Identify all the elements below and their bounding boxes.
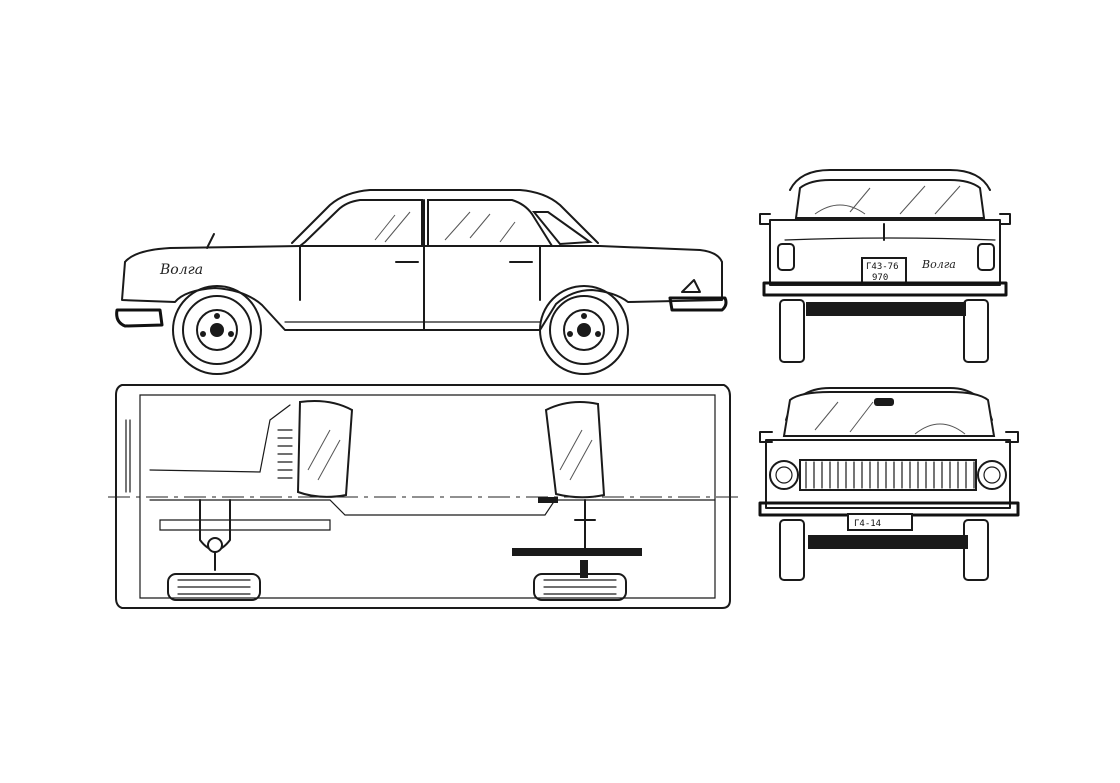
front-left-headlight: [769, 460, 799, 490]
side-badge: Волга: [159, 262, 203, 278]
side-rear-wheel: [539, 285, 629, 375]
top-view: [108, 384, 740, 609]
front-view: Г4-14: [758, 387, 1020, 581]
rear-view: Г43-76 970 Волга: [759, 169, 1011, 363]
side-front-bumper: [115, 308, 164, 328]
rear-glass-hatching: [814, 185, 961, 215]
rear-window: [794, 179, 986, 219]
rear-right-tire: [963, 299, 989, 363]
rear-badge: Волга: [921, 258, 956, 271]
front-license-plate: [847, 513, 913, 531]
underside-rear-tread: [533, 573, 627, 601]
front-grille-bars: [805, 461, 975, 489]
front-right-headlight: [977, 460, 1007, 490]
front-left-tire: [779, 519, 805, 581]
side-quarter-window: [531, 211, 593, 246]
rear-plate-line2: 970: [872, 273, 888, 283]
rear-underbody: [806, 302, 966, 316]
rear-plate-line1: Г43-76: [866, 262, 899, 272]
side-front-window: [297, 199, 423, 247]
underside-front-subframe: [159, 519, 331, 531]
side-front-wheel: [172, 285, 262, 375]
underside-frame: [149, 499, 716, 516]
rear-roof: [789, 169, 991, 191]
side-rear-bumper: [668, 296, 728, 312]
front-right-mirror: [1005, 431, 1019, 443]
rear-trunk-lid: [784, 237, 996, 241]
side-view: Волга: [115, 189, 728, 375]
rear-left-mirror: [759, 213, 771, 225]
top-windshield: [296, 400, 354, 498]
front-glass-hatching: [814, 398, 966, 435]
side-rear-window: [427, 199, 554, 247]
top-inner-body: [139, 394, 716, 599]
front-plate-text: Г4-14: [854, 519, 881, 529]
front-body: [765, 439, 1011, 509]
rear-right-tail-light: [977, 243, 995, 271]
top-hood-line: [149, 404, 291, 473]
front-underbody: [808, 535, 968, 549]
top-glass-hatching: [307, 429, 593, 481]
underside-front-tread: [167, 573, 261, 601]
top-cowl-vents: [277, 429, 293, 479]
underside-front-suspension: [199, 499, 231, 571]
front-right-tire: [963, 519, 989, 581]
front-grille: [799, 459, 977, 491]
rear-bumper: [762, 281, 1008, 297]
rear-left-tire: [779, 299, 805, 363]
underside-rear-axle: [512, 497, 642, 578]
front-windshield: [782, 391, 996, 437]
top-grille: [125, 419, 131, 493]
rear-body: [769, 219, 1001, 286]
side-tail-light: [681, 279, 701, 293]
top-rear-window: [544, 401, 606, 499]
side-antenna: [206, 233, 215, 249]
rear-left-tail-light: [777, 243, 795, 271]
side-belt-line: [124, 245, 723, 263]
side-glass-hatching: [374, 211, 516, 243]
top-outline: [115, 384, 731, 609]
rear-right-mirror: [999, 213, 1011, 225]
side-roofline: [291, 189, 599, 244]
